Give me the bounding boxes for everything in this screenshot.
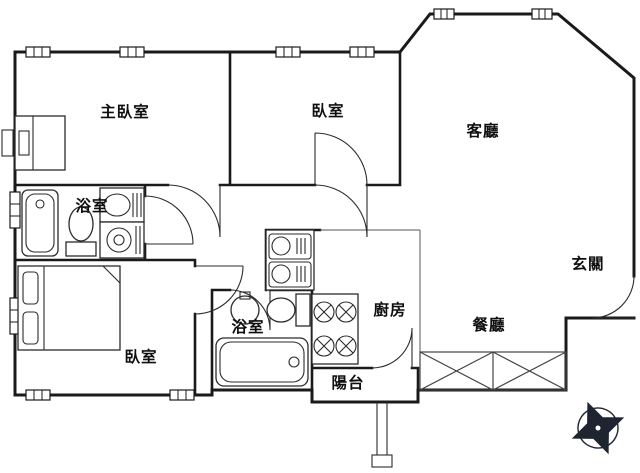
toilet-icon [266, 293, 311, 327]
window-symbol [9, 191, 21, 229]
round-sink-icon [230, 291, 260, 325]
balcony-door [371, 327, 413, 369]
room-label-bedroom-bottom: 臥室 [124, 347, 157, 366]
room-label-dining-room: 餐廳 [471, 315, 505, 334]
washer-icon [99, 221, 145, 259]
room-label-bathroom-lower: 浴室 [231, 317, 264, 336]
bathtub-icon [215, 337, 309, 387]
room-label-bathroom-upper: 浴室 [75, 196, 108, 215]
stove-icon [311, 293, 359, 365]
window-symbol [25, 389, 51, 401]
desk-icon [1, 115, 66, 171]
double-bed-icon [17, 265, 121, 351]
bathtub-icon [21, 189, 59, 257]
compass-icon [571, 401, 625, 455]
windows [9, 8, 553, 401]
sink-icon [99, 187, 145, 223]
room-label-bedroom-top: 臥室 [311, 101, 344, 120]
room-label-kitchen: 廚房 [373, 300, 406, 319]
corridor-door [314, 184, 368, 238]
window-symbol [119, 46, 145, 58]
room-labels: 主臥室 臥室 客廳 玄關 浴室 臥室 浴室 廚房 餐廳 陽台 [75, 101, 604, 392]
room-label-master-bedroom: 主臥室 [100, 102, 150, 121]
bathroom-upper-door [144, 195, 194, 245]
toilet-icon [65, 206, 97, 257]
window-symbol [169, 389, 195, 401]
window-symbol [531, 8, 553, 20]
bedroom-bottom-door [194, 265, 244, 315]
window-symbol [275, 46, 301, 58]
window-symbol [349, 46, 375, 58]
room-label-balcony: 陽台 [331, 373, 364, 392]
master-bedroom-door [167, 184, 221, 238]
entrance-door [591, 275, 635, 319]
pipe-shaft [371, 402, 393, 468]
kitchen-sink-icon [265, 229, 315, 291]
fixtures [1, 115, 393, 468]
room-label-entrance: 玄關 [571, 254, 604, 273]
window-symbol [433, 8, 455, 20]
bedroom-top-door [314, 132, 368, 186]
hatched-cabinet [419, 351, 567, 391]
doors [144, 132, 635, 369]
room-label-living-room: 客廳 [466, 121, 499, 140]
window-symbol [25, 46, 51, 58]
